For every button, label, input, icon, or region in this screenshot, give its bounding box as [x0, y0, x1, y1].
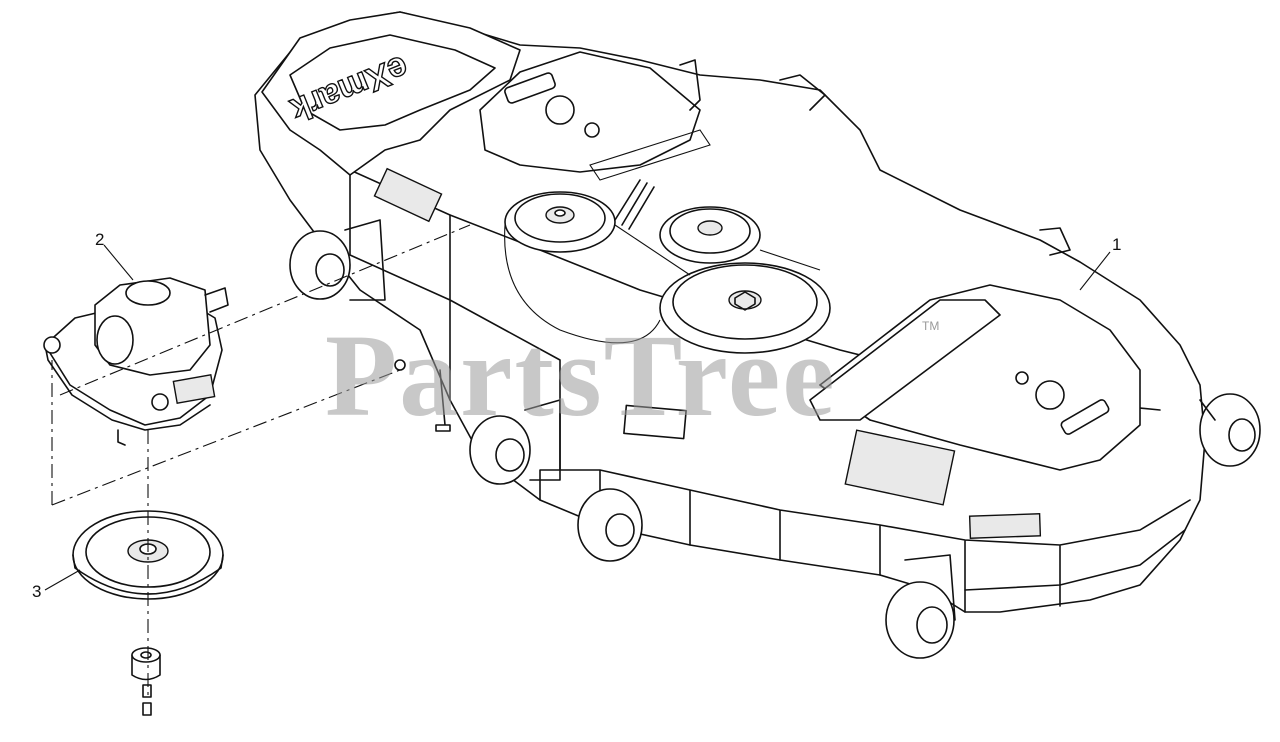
right-cover-handle [1060, 399, 1110, 435]
gearbox-output-shaft [117, 429, 126, 446]
svg-text:3: 3 [32, 582, 41, 601]
callout-3: 3 [32, 569, 81, 601]
callout-2: 2 [95, 230, 134, 281]
mower-deck: eXmark [254, 11, 1261, 659]
cover-bolt [584, 122, 600, 138]
set-screw-1 [142, 684, 152, 698]
anti-scalp-wheel-front-left [469, 415, 531, 485]
deck-skirt [539, 469, 1191, 613]
assembly-line-to-deck [51, 224, 471, 506]
info-decal [623, 404, 687, 440]
cover-flap [589, 129, 711, 181]
right-cover-rail [809, 299, 1001, 421]
anti-scalp-wheel-front-right [885, 581, 955, 659]
deck-pulley-center [659, 206, 761, 264]
gearbox-assembly [43, 277, 229, 446]
mount-nut [394, 359, 406, 371]
callout-1: 1 [1079, 235, 1121, 291]
right-cover-bolt [1015, 371, 1029, 385]
warning-decal-left [373, 167, 443, 223]
watermark-tm: TM [922, 319, 939, 333]
cover-knob [545, 95, 575, 125]
pulley-hub [131, 647, 161, 681]
set-screw-2 [142, 702, 152, 716]
gearbox-side-cap [96, 315, 134, 365]
gearbox-decal [172, 374, 216, 404]
mount-bolt [435, 369, 451, 432]
anti-scalp-wheel-rear-left [289, 230, 351, 300]
anti-scalp-wheel-rear-right [1199, 393, 1261, 467]
left-belt-cover [261, 11, 521, 176]
deck-pulley-right-large [659, 262, 831, 354]
mount-brackets [679, 59, 1071, 256]
plate-thickness [44, 344, 211, 431]
gearbox-top-cap [125, 280, 171, 306]
cover-handle [504, 72, 556, 104]
plate-bolt-1 [43, 336, 61, 354]
right-cover-knob [1035, 380, 1065, 410]
svg-text:2: 2 [95, 230, 104, 249]
gearbox-input-shaft [204, 287, 229, 313]
svg-text:1: 1 [1112, 235, 1121, 254]
deck-lower-rim [964, 529, 1186, 591]
cover-inner [289, 34, 496, 131]
deck-pulley-left [504, 191, 616, 253]
idler-spring [614, 179, 655, 230]
plate-bolt-2 [151, 393, 169, 411]
warning-decal-right [968, 513, 1042, 539]
decal-chart [844, 429, 956, 506]
wheel-brackets [344, 219, 1216, 621]
watermark: PartsTree [325, 310, 837, 441]
drive-belt [504, 224, 821, 344]
anti-scalp-wheel-front [577, 488, 643, 562]
